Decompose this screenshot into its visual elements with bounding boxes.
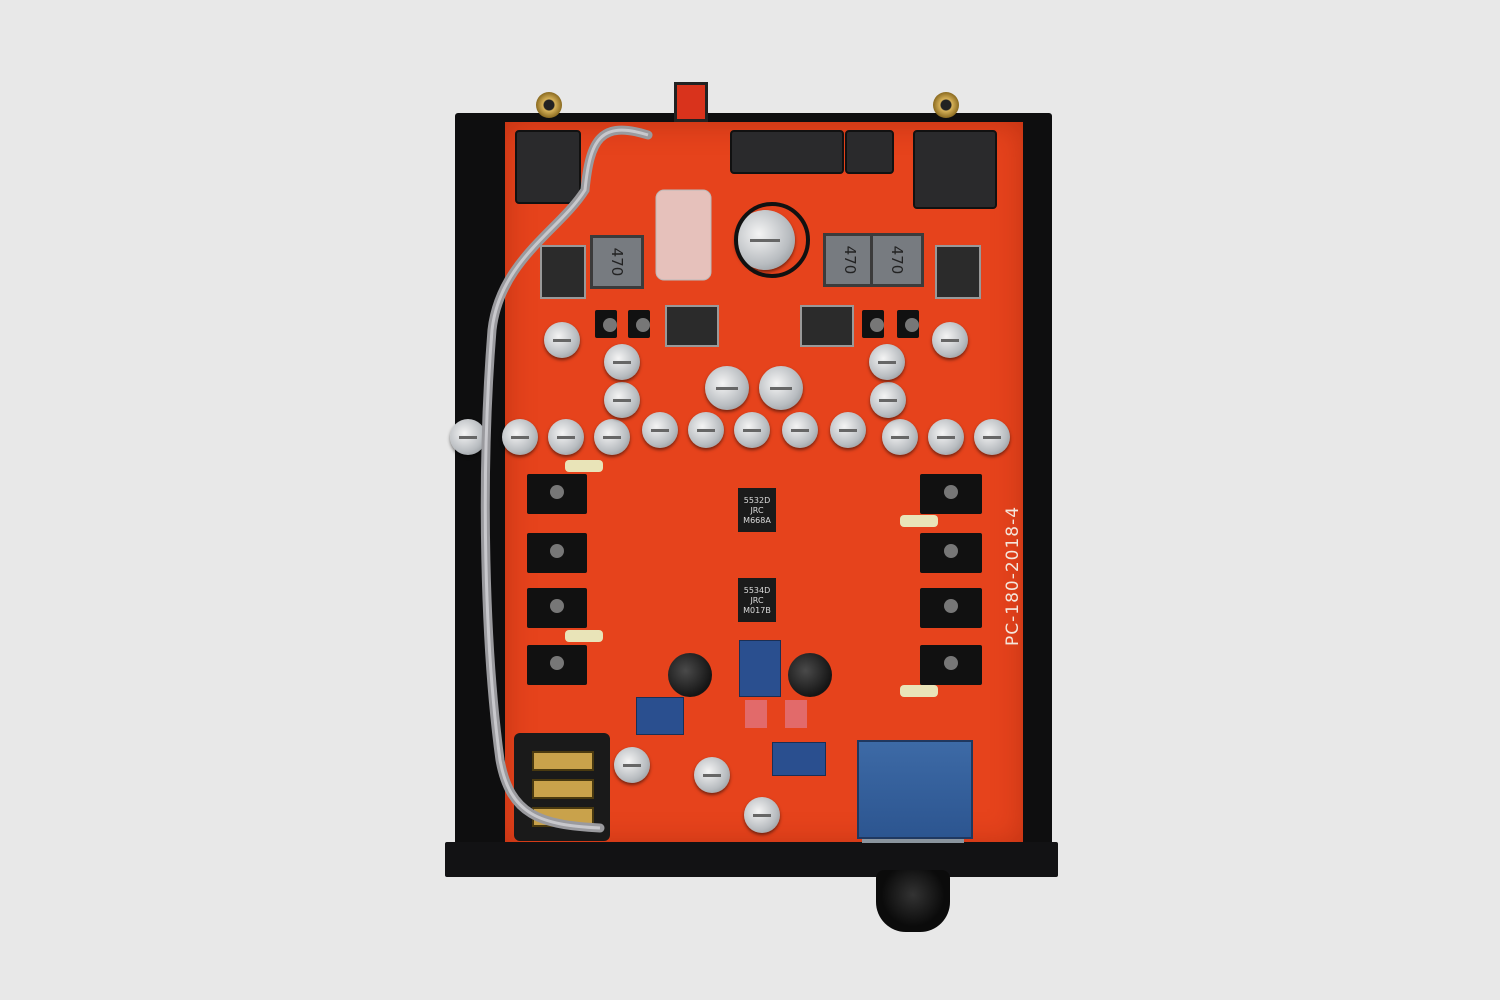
board-label: PC-180-2018-4 <box>1003 505 1023 646</box>
input-jack-left <box>515 130 581 204</box>
regulator <box>935 245 981 299</box>
ic-text: JRC <box>750 506 764 515</box>
power-transistor <box>920 533 982 573</box>
capacitor <box>759 366 803 410</box>
capacitor <box>604 382 640 418</box>
ic-text: M017B <box>743 606 771 615</box>
capacitor <box>688 412 724 448</box>
capacitor <box>932 322 968 358</box>
film-capacitor <box>745 700 767 728</box>
regulator <box>665 305 719 347</box>
capacitor <box>870 382 906 418</box>
smd-transistor <box>595 310 618 338</box>
film-capacitor <box>785 700 807 728</box>
ic-text: 5534D <box>743 586 771 595</box>
ic-text: 5532D <box>743 496 771 505</box>
regulator <box>800 305 854 347</box>
power-transistor <box>527 533 587 573</box>
black-wire-loop <box>734 202 810 278</box>
capacitor <box>642 412 678 448</box>
ic-text: M668A <box>743 516 771 525</box>
opamp-ic-5534: 5534D JRC M017B <box>738 578 776 622</box>
power-transistor <box>920 588 982 628</box>
dc-jack <box>845 130 894 174</box>
relay <box>636 697 684 735</box>
input-jack-right <box>913 130 997 209</box>
capacitor <box>544 322 580 358</box>
capacitor <box>604 344 640 380</box>
relay <box>739 640 781 697</box>
smd-transistor <box>628 310 651 338</box>
capacitor <box>694 757 730 793</box>
capacitor <box>974 419 1010 455</box>
relay <box>772 742 826 776</box>
volume-knob <box>876 870 950 932</box>
front-panel <box>445 842 1058 877</box>
capacitor <box>882 419 918 455</box>
gray-cable-highlight <box>483 128 649 830</box>
capacitor <box>734 412 770 448</box>
capacitor <box>614 747 650 783</box>
power-transistor <box>920 645 982 685</box>
power-switch <box>674 82 708 122</box>
resistor <box>565 460 603 472</box>
ic-text: JRC <box>750 596 764 605</box>
jack-contact <box>532 751 594 771</box>
clear-connector <box>655 189 712 281</box>
rca-jack-left <box>536 92 562 118</box>
capacitor <box>450 419 486 455</box>
capacitor <box>705 366 749 410</box>
capacitor <box>830 412 866 448</box>
rca-jack-right <box>933 92 959 118</box>
volume-potentiometer <box>857 740 973 839</box>
jack-contact <box>532 779 594 799</box>
capacitor <box>869 344 905 380</box>
capacitor <box>744 797 780 833</box>
electrolytic-capacitor <box>668 653 712 697</box>
capacitor <box>735 210 795 270</box>
power-transistor <box>527 474 587 514</box>
power-transistor <box>527 588 587 628</box>
capacitor <box>502 419 538 455</box>
electrolytic-capacitor <box>788 653 832 697</box>
connector-block <box>730 130 844 174</box>
capacitor <box>594 419 630 455</box>
opamp-ic-5532: 5532D JRC M668A <box>738 488 776 532</box>
gray-cable <box>480 125 653 833</box>
regulator <box>540 245 586 299</box>
capacitor <box>928 419 964 455</box>
capacitor <box>548 419 584 455</box>
resistor <box>565 630 603 642</box>
resistor <box>900 515 938 527</box>
smd-transistor <box>897 310 920 338</box>
capacitor <box>782 412 818 448</box>
power-transistor <box>920 474 982 514</box>
resistor <box>900 685 938 697</box>
smd-transistor <box>862 310 885 338</box>
power-transistor <box>527 645 587 685</box>
